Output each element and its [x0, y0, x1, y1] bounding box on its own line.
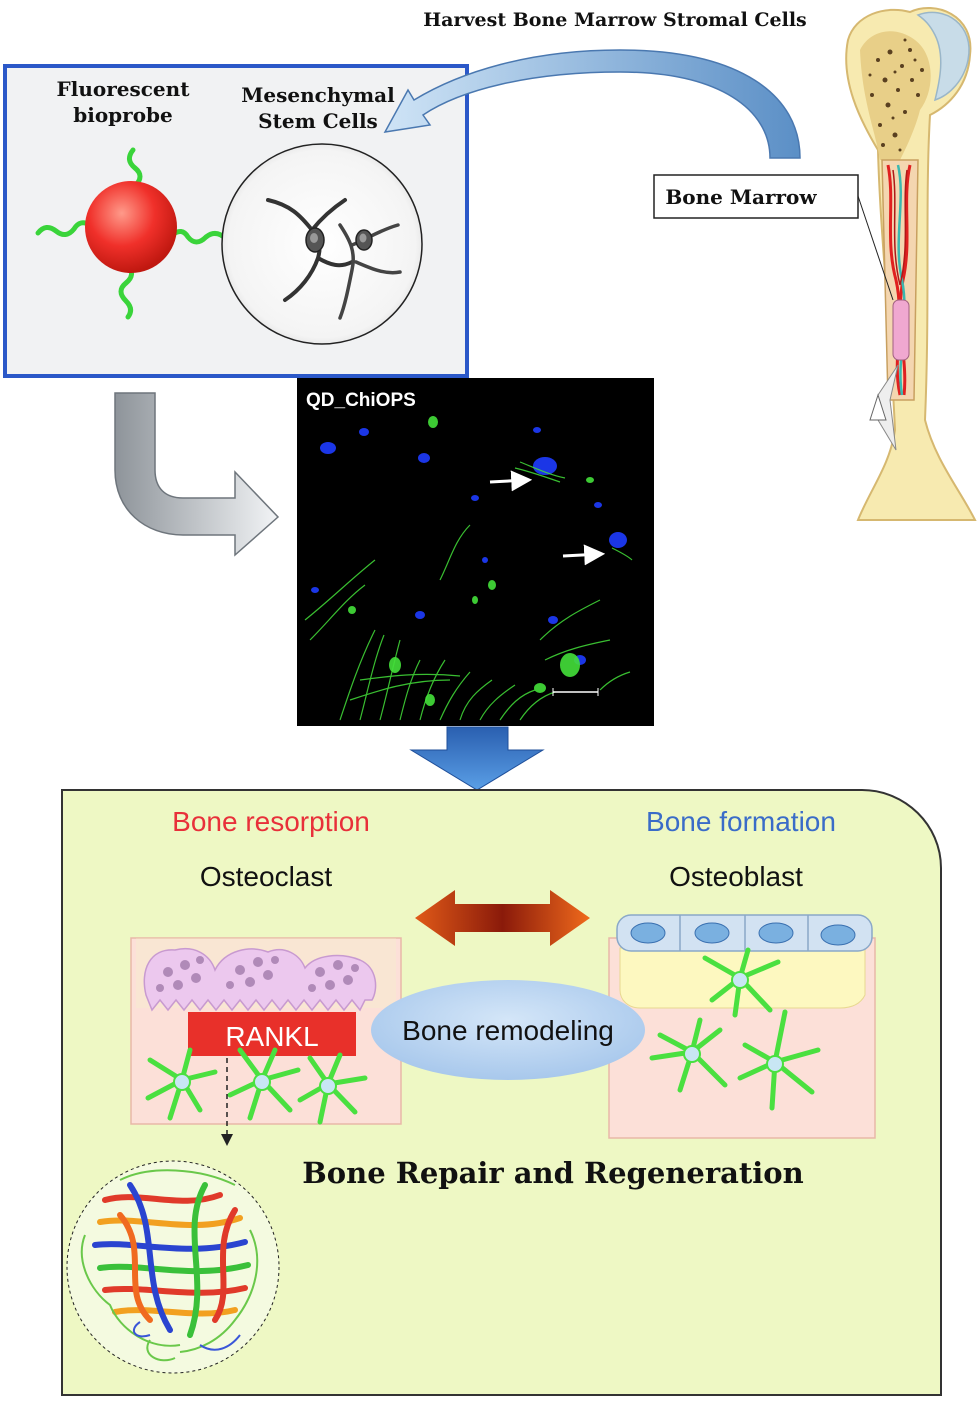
green-cell-blobs — [348, 416, 594, 706]
bioprobe-label-line1: Fluorescent — [57, 77, 191, 101]
harvest-curved-arrow — [383, 49, 801, 159]
scale-bar — [552, 688, 599, 696]
msc-label-line1: Mesenchymal — [241, 83, 395, 107]
osteocyte-nuclei-left — [173, 1073, 337, 1095]
white-arrow-2 — [562, 544, 606, 566]
msc-label-line2: Stem Cells — [258, 109, 378, 133]
harvest-label: Harvest Bone Marrow Stromal Cells — [423, 9, 807, 31]
osteoblast-cells-icon — [616, 914, 873, 952]
osteoclast-cells-icon — [143, 948, 377, 1012]
grey-bent-arrow — [114, 392, 280, 557]
fluorescence-micrograph — [297, 378, 654, 726]
bone-remodeling-ellipse — [371, 980, 645, 1080]
rankl-label: RANKL — [225, 1021, 318, 1052]
bone-marrow-label: Bone Marrow — [665, 185, 817, 209]
rankl-box — [188, 1012, 356, 1056]
blue-down-arrow — [409, 726, 545, 791]
rankl-protein-structure-icon — [66, 1160, 280, 1374]
bioprobe-label-line2: bioprobe — [73, 103, 173, 127]
osteocyte-cells-left-icon — [145, 1047, 368, 1125]
bone-remodeling-label: Bone remodeling — [402, 1015, 614, 1046]
osteocyte-cells-right-icon — [649, 947, 821, 1111]
bone-resorption-label: Bone resorption — [172, 806, 370, 837]
femur-bone-icon — [845, 7, 977, 521]
fluorescent-bioprobe-icon — [35, 147, 229, 320]
blue-nuclei — [311, 427, 627, 665]
bone-repair-label: Bone Repair and Regeneration — [302, 1156, 803, 1190]
osteocyte-nuclei-right — [683, 971, 784, 1073]
micrograph-label: QD_ChiOPS — [306, 390, 416, 411]
mesenchymal-stem-cells-icon — [221, 143, 423, 345]
bone-marrow-callout — [653, 174, 894, 301]
double-headed-arrow — [415, 890, 590, 946]
osteoclast-label: Osteoclast — [200, 861, 332, 892]
bone-formation-label: Bone formation — [646, 806, 836, 837]
green-fibers — [304, 461, 633, 721]
osteoblast-label: Osteoblast — [669, 861, 803, 892]
white-arrow-1 — [489, 470, 533, 492]
